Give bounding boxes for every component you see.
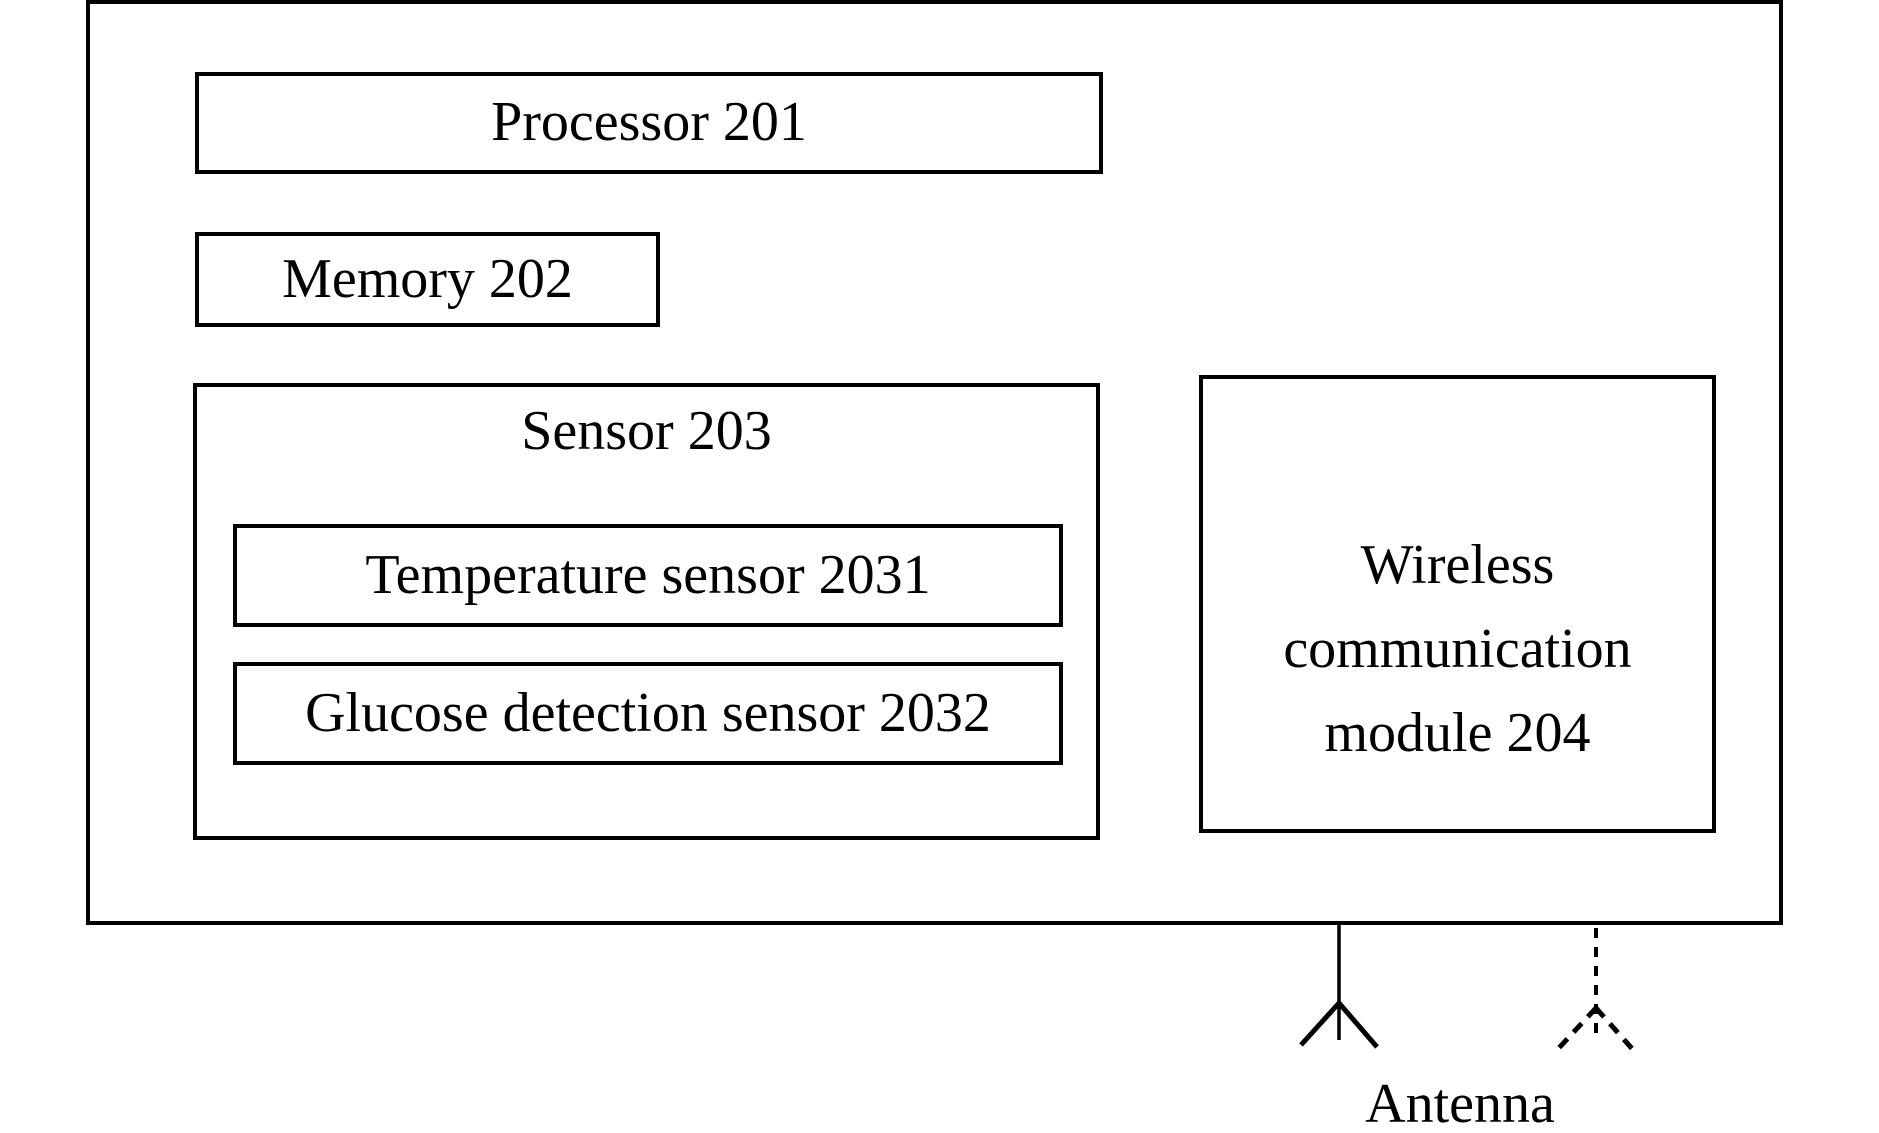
wireless-module-box: Wireless communication module 204 <box>1199 375 1716 833</box>
processor-label: Processor 201 <box>491 91 807 154</box>
memory-box: Memory 202 <box>195 232 660 327</box>
glucose-sensor-label: Glucose detection sensor 2032 <box>305 681 991 744</box>
glucose-sensor-box: Glucose detection sensor 2032 <box>233 662 1063 765</box>
antenna-label: Antenna <box>1235 1076 1685 1133</box>
memory-label: Memory 202 <box>282 247 573 310</box>
wireless-module-label: Wireless communication module 204 <box>1283 534 1632 764</box>
processor-box: Processor 201 <box>195 72 1103 174</box>
sensor-label: Sensor 203 <box>521 400 772 462</box>
temperature-sensor-box: Temperature sensor 2031 <box>233 524 1063 627</box>
temperature-sensor-label: Temperature sensor 2031 <box>365 543 931 606</box>
